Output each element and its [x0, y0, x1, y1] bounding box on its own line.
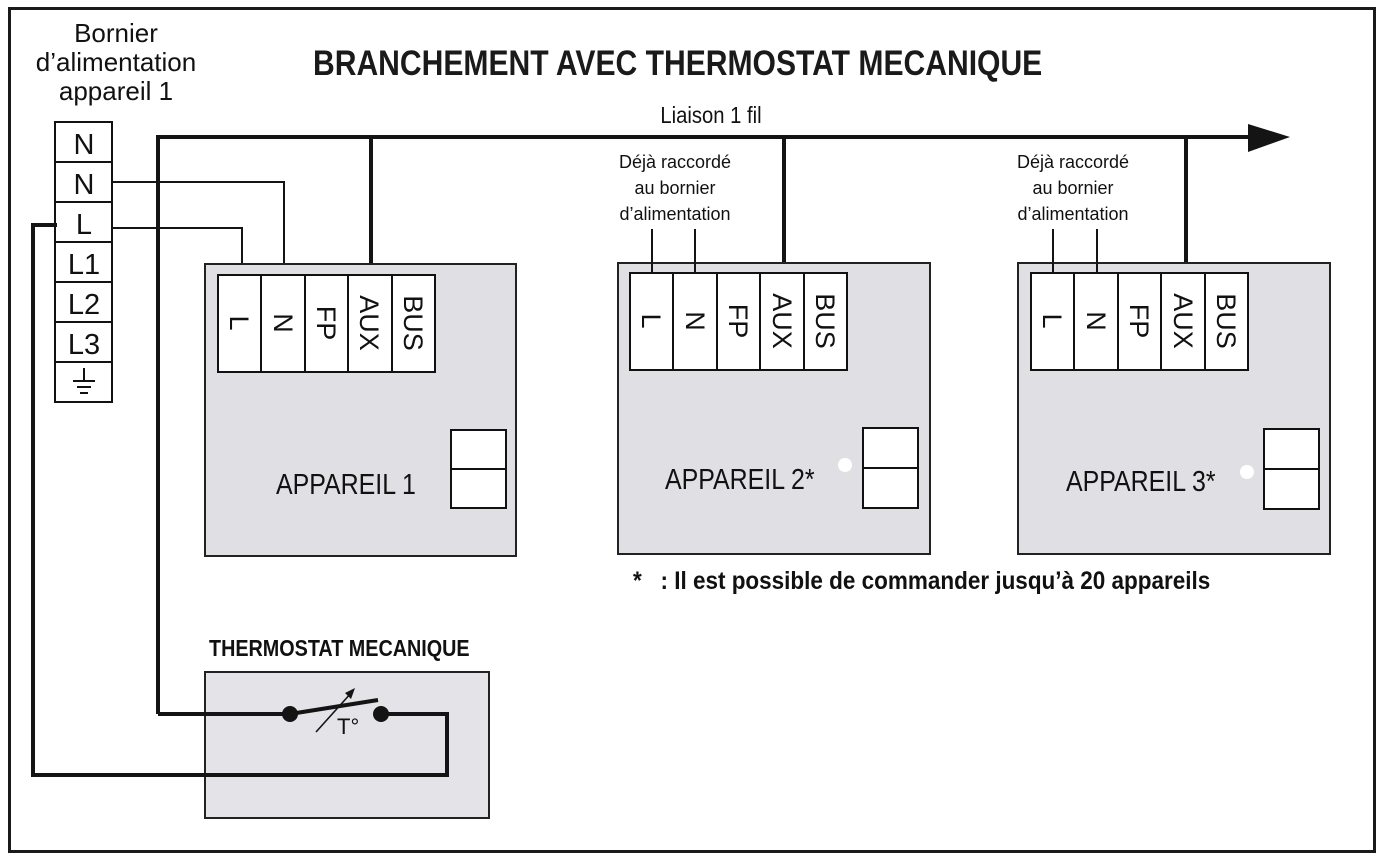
live-return-wire — [31, 223, 449, 777]
device-2-terminal-bus: BUS — [810, 293, 840, 349]
device-1-label: APPAREIL 1 — [276, 468, 416, 500]
device-1-terminal-l: L — [224, 315, 254, 330]
device-1-terminal-strip — [217, 274, 436, 373]
supply-caption-line-3: appareil 1 — [59, 76, 173, 106]
mechanical-thermostat: T° — [31, 223, 490, 819]
device-3-terminal-n: N — [1081, 311, 1111, 331]
device-3-terminal-strip — [1030, 272, 1249, 371]
diagram-title: BRANCHEMENT AVEC THERMOSTAT MECANIQUE — [313, 43, 1042, 83]
device-2-hint — [838, 458, 852, 472]
arrow-right-icon — [1248, 124, 1290, 152]
already-connected-note-2: Déjà raccordé au bornier d’alimentation — [619, 152, 731, 273]
device-3-hint — [1240, 465, 1254, 479]
thermostat-contact-right — [373, 706, 389, 722]
device-1-terminal-fp: FP — [311, 306, 341, 341]
supply-terminal-block: N N L L1 L2 L3 — [54, 121, 113, 403]
pilot-wire — [156, 135, 1250, 714]
device-2-dot — [838, 458, 852, 472]
device-1-terminal-bus: BUS — [398, 295, 428, 351]
supply-caption-line-2: d’alimentation — [36, 47, 196, 77]
device-1: L N FP AUX BUS APPAREIL 1 — [204, 263, 517, 557]
device-2-label: APPAREIL 2* — [665, 463, 815, 495]
supply-terminal-l3: L3 — [68, 329, 100, 361]
diagram-frame — [8, 7, 1376, 853]
note-3-line-3: d’alimentation — [1017, 204, 1128, 224]
supply-block-caption: Bornier d’alimentation appareil 1 — [36, 18, 196, 106]
device-2-terminal-l: L — [636, 313, 666, 328]
thermostat-title: THERMOSTAT MECANIQUE — [209, 636, 470, 662]
pilot-wire-link — [156, 124, 1290, 714]
device-2: L N FP AUX BUS APPAREIL 2* — [617, 262, 931, 555]
device-3: L N FP AUX BUS APPAREIL 3* — [1017, 262, 1331, 555]
device-2-terminal-strip — [629, 272, 848, 371]
footnote: * : Il est possible de commander jusqu’à… — [633, 567, 1210, 595]
note-2-line-1: Déjà raccordé — [619, 152, 731, 172]
neutral-wire — [112, 181, 285, 275]
device-2-terminal-aux: AUX — [767, 293, 797, 349]
adjustable-arrow-icon — [315, 691, 353, 733]
device-3-label: APPAREIL 3* — [1066, 465, 1216, 497]
device-3-switch-icon — [1263, 428, 1320, 510]
supply-terminal-l1: L1 — [68, 249, 100, 281]
device-3-terminal-bus: BUS — [1211, 293, 1241, 349]
device-1-terminal-aux: AUX — [354, 295, 384, 351]
device-2-terminal-n: N — [680, 311, 710, 331]
device-1-terminal-n: N — [268, 313, 298, 333]
device-2-switch-icon — [862, 427, 919, 509]
already-connected-note-3: Déjà raccordé au bornier d’alimentation — [1017, 152, 1129, 273]
supply-terminal-n1: N — [74, 129, 95, 161]
thermostat-switch-blade — [289, 698, 379, 716]
ground-icon — [73, 368, 95, 394]
supply-terminal-l: L — [76, 209, 92, 241]
supply-wires — [112, 181, 285, 275]
device-3-terminal-l: L — [1037, 313, 1067, 328]
device-3-terminal-fp: FP — [1124, 304, 1154, 339]
note-3-line-1: Déjà raccordé — [1017, 152, 1129, 172]
note-2-line-2: au bornier — [634, 178, 715, 198]
live-wire — [112, 227, 243, 275]
device-1-switch-icon — [450, 429, 507, 509]
device-3-dot — [1240, 465, 1254, 479]
device-3-terminal-aux: AUX — [1168, 293, 1198, 349]
supply-terminal-n2: N — [74, 169, 95, 201]
supply-caption-line-1: Bornier — [74, 18, 158, 48]
supply-terminal-l2: L2 — [68, 289, 100, 321]
thermostat-symbol: T° — [337, 714, 359, 739]
note-2-line-3: d’alimentation — [619, 204, 730, 224]
note-3-line-2: au bornier — [1032, 178, 1113, 198]
thermostat-body — [204, 671, 490, 819]
link-label: Liaison 1 fil — [660, 102, 761, 129]
device-2-terminal-fp: FP — [723, 304, 753, 339]
supply-block-outline — [54, 121, 113, 403]
